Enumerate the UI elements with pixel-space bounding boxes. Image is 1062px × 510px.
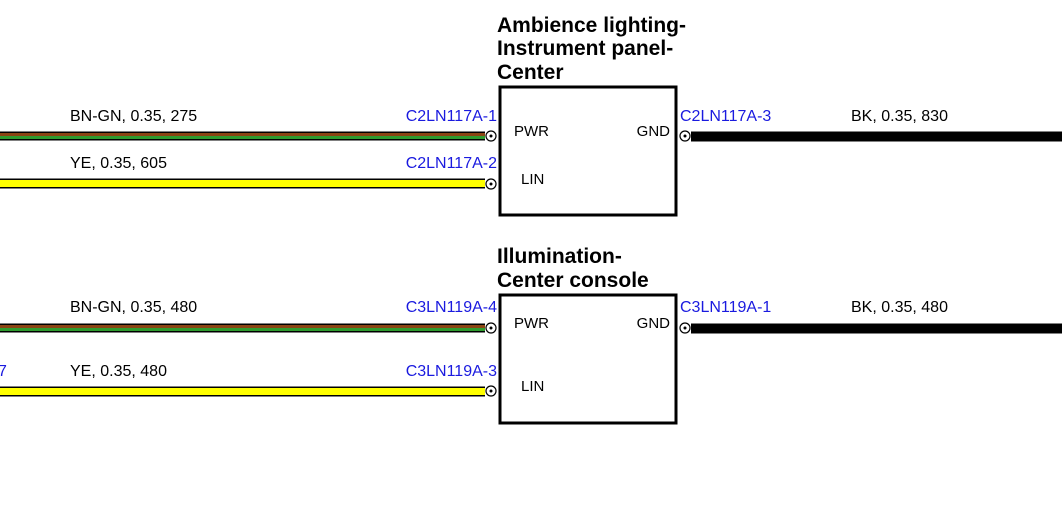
wire-label-lin: YE, 0.35, 480 bbox=[70, 363, 167, 380]
wire-pwr[interactable] bbox=[0, 131, 485, 141]
pin-label-pwr: PWR bbox=[514, 123, 549, 140]
component-title-line-3: Center bbox=[497, 61, 564, 84]
wire-fill bbox=[0, 180, 485, 187]
wire-stripe-secondary bbox=[0, 136, 485, 139]
component-title-line-2: Center console bbox=[497, 269, 649, 292]
component-ambience-lighting: Ambience lighting- Instrument panel- Cen… bbox=[0, 14, 1062, 217]
component-illumination-center-console: Illumination- Center console BN-GN, 0.35… bbox=[0, 245, 1062, 425]
connector-label-pwr[interactable]: C3LN119A-4 bbox=[406, 299, 497, 316]
offscreen-connector-label-fragment[interactable]: 7 bbox=[0, 363, 7, 380]
wire-label-gnd: BK, 0.35, 480 bbox=[851, 299, 948, 316]
component-title-line-1: Illumination- bbox=[497, 245, 622, 268]
connector-label-pwr[interactable]: C2LN117A-1 bbox=[406, 108, 497, 125]
component-title-line-1: Ambience lighting- bbox=[497, 14, 686, 37]
wire-lin[interactable] bbox=[0, 386, 485, 397]
component-title-line-2: Instrument panel- bbox=[497, 37, 673, 60]
wire-gnd[interactable] bbox=[691, 323, 1062, 334]
pin-label-lin: LIN bbox=[521, 171, 544, 188]
wire-label-lin: YE, 0.35, 605 bbox=[70, 155, 167, 172]
connector-label-gnd[interactable]: C3LN119A-1 bbox=[680, 299, 771, 316]
component-box[interactable] bbox=[498, 85, 678, 217]
connector-label-gnd[interactable]: C2LN117A-3 bbox=[680, 108, 771, 125]
wire-stripe-primary bbox=[0, 325, 485, 328]
wire-stripe-primary bbox=[0, 133, 485, 136]
pin-label-gnd: GND bbox=[637, 315, 671, 332]
wire-label-gnd: BK, 0.35, 830 bbox=[851, 108, 948, 125]
connector-label-lin[interactable]: C3LN119A-3 bbox=[406, 363, 497, 380]
connector-label-lin[interactable]: C2LN117A-2 bbox=[406, 155, 497, 172]
wire-label-pwr: BN-GN, 0.35, 480 bbox=[70, 299, 197, 316]
pin-label-lin: LIN bbox=[521, 378, 544, 395]
component-box[interactable] bbox=[498, 293, 678, 425]
pin-label-pwr: PWR bbox=[514, 315, 549, 332]
wire-stripe-secondary bbox=[0, 328, 485, 331]
wire-gnd[interactable] bbox=[691, 131, 1062, 142]
wire-fill bbox=[0, 388, 485, 395]
wire-label-pwr: BN-GN, 0.35, 275 bbox=[70, 108, 197, 125]
pin-label-gnd: GND bbox=[637, 123, 671, 140]
wire-lin[interactable] bbox=[0, 178, 485, 189]
wire-pwr[interactable] bbox=[0, 323, 485, 333]
